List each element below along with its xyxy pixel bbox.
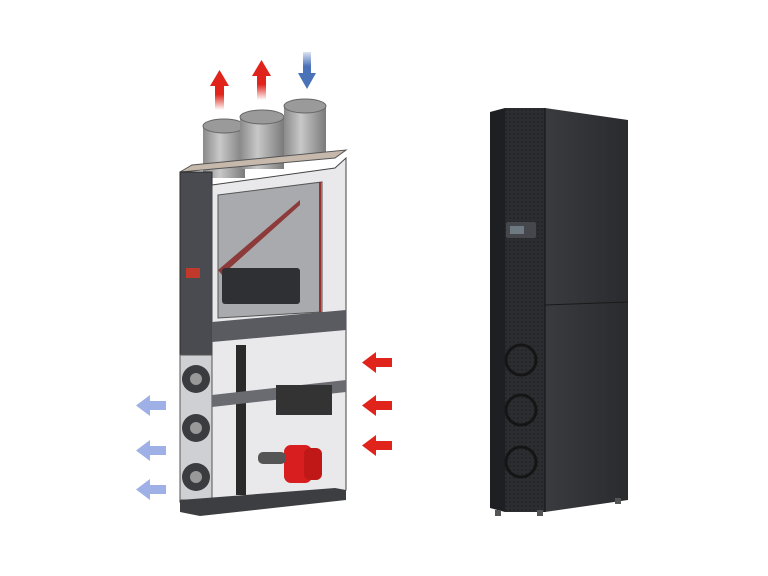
hot-air-return-arrow bbox=[362, 435, 392, 456]
hot-air-return-arrow bbox=[362, 395, 392, 416]
hot-air-return-arrow bbox=[362, 352, 392, 373]
side-panel bbox=[545, 108, 628, 512]
cold-air-inlet-arrow bbox=[298, 52, 316, 89]
compressor bbox=[258, 445, 322, 483]
airflow-arrows bbox=[136, 52, 392, 500]
cold-air-supply-arrow bbox=[136, 440, 166, 461]
fans bbox=[179, 354, 213, 501]
cold-air-supply-arrow bbox=[136, 479, 166, 500]
cabinet-fans bbox=[504, 343, 538, 479]
evaporator-coil bbox=[222, 268, 300, 304]
air-ducts bbox=[202, 98, 327, 178]
cold-air-supply-arrow bbox=[136, 395, 166, 416]
enclosed-cooling-cabinet bbox=[490, 108, 629, 516]
front-door bbox=[505, 108, 545, 512]
cutaway-cooling-unit bbox=[179, 98, 348, 516]
hot-air-outlet-arrow bbox=[252, 60, 271, 100]
hot-air-outlet-arrow bbox=[210, 70, 229, 110]
controller-box bbox=[276, 385, 332, 415]
